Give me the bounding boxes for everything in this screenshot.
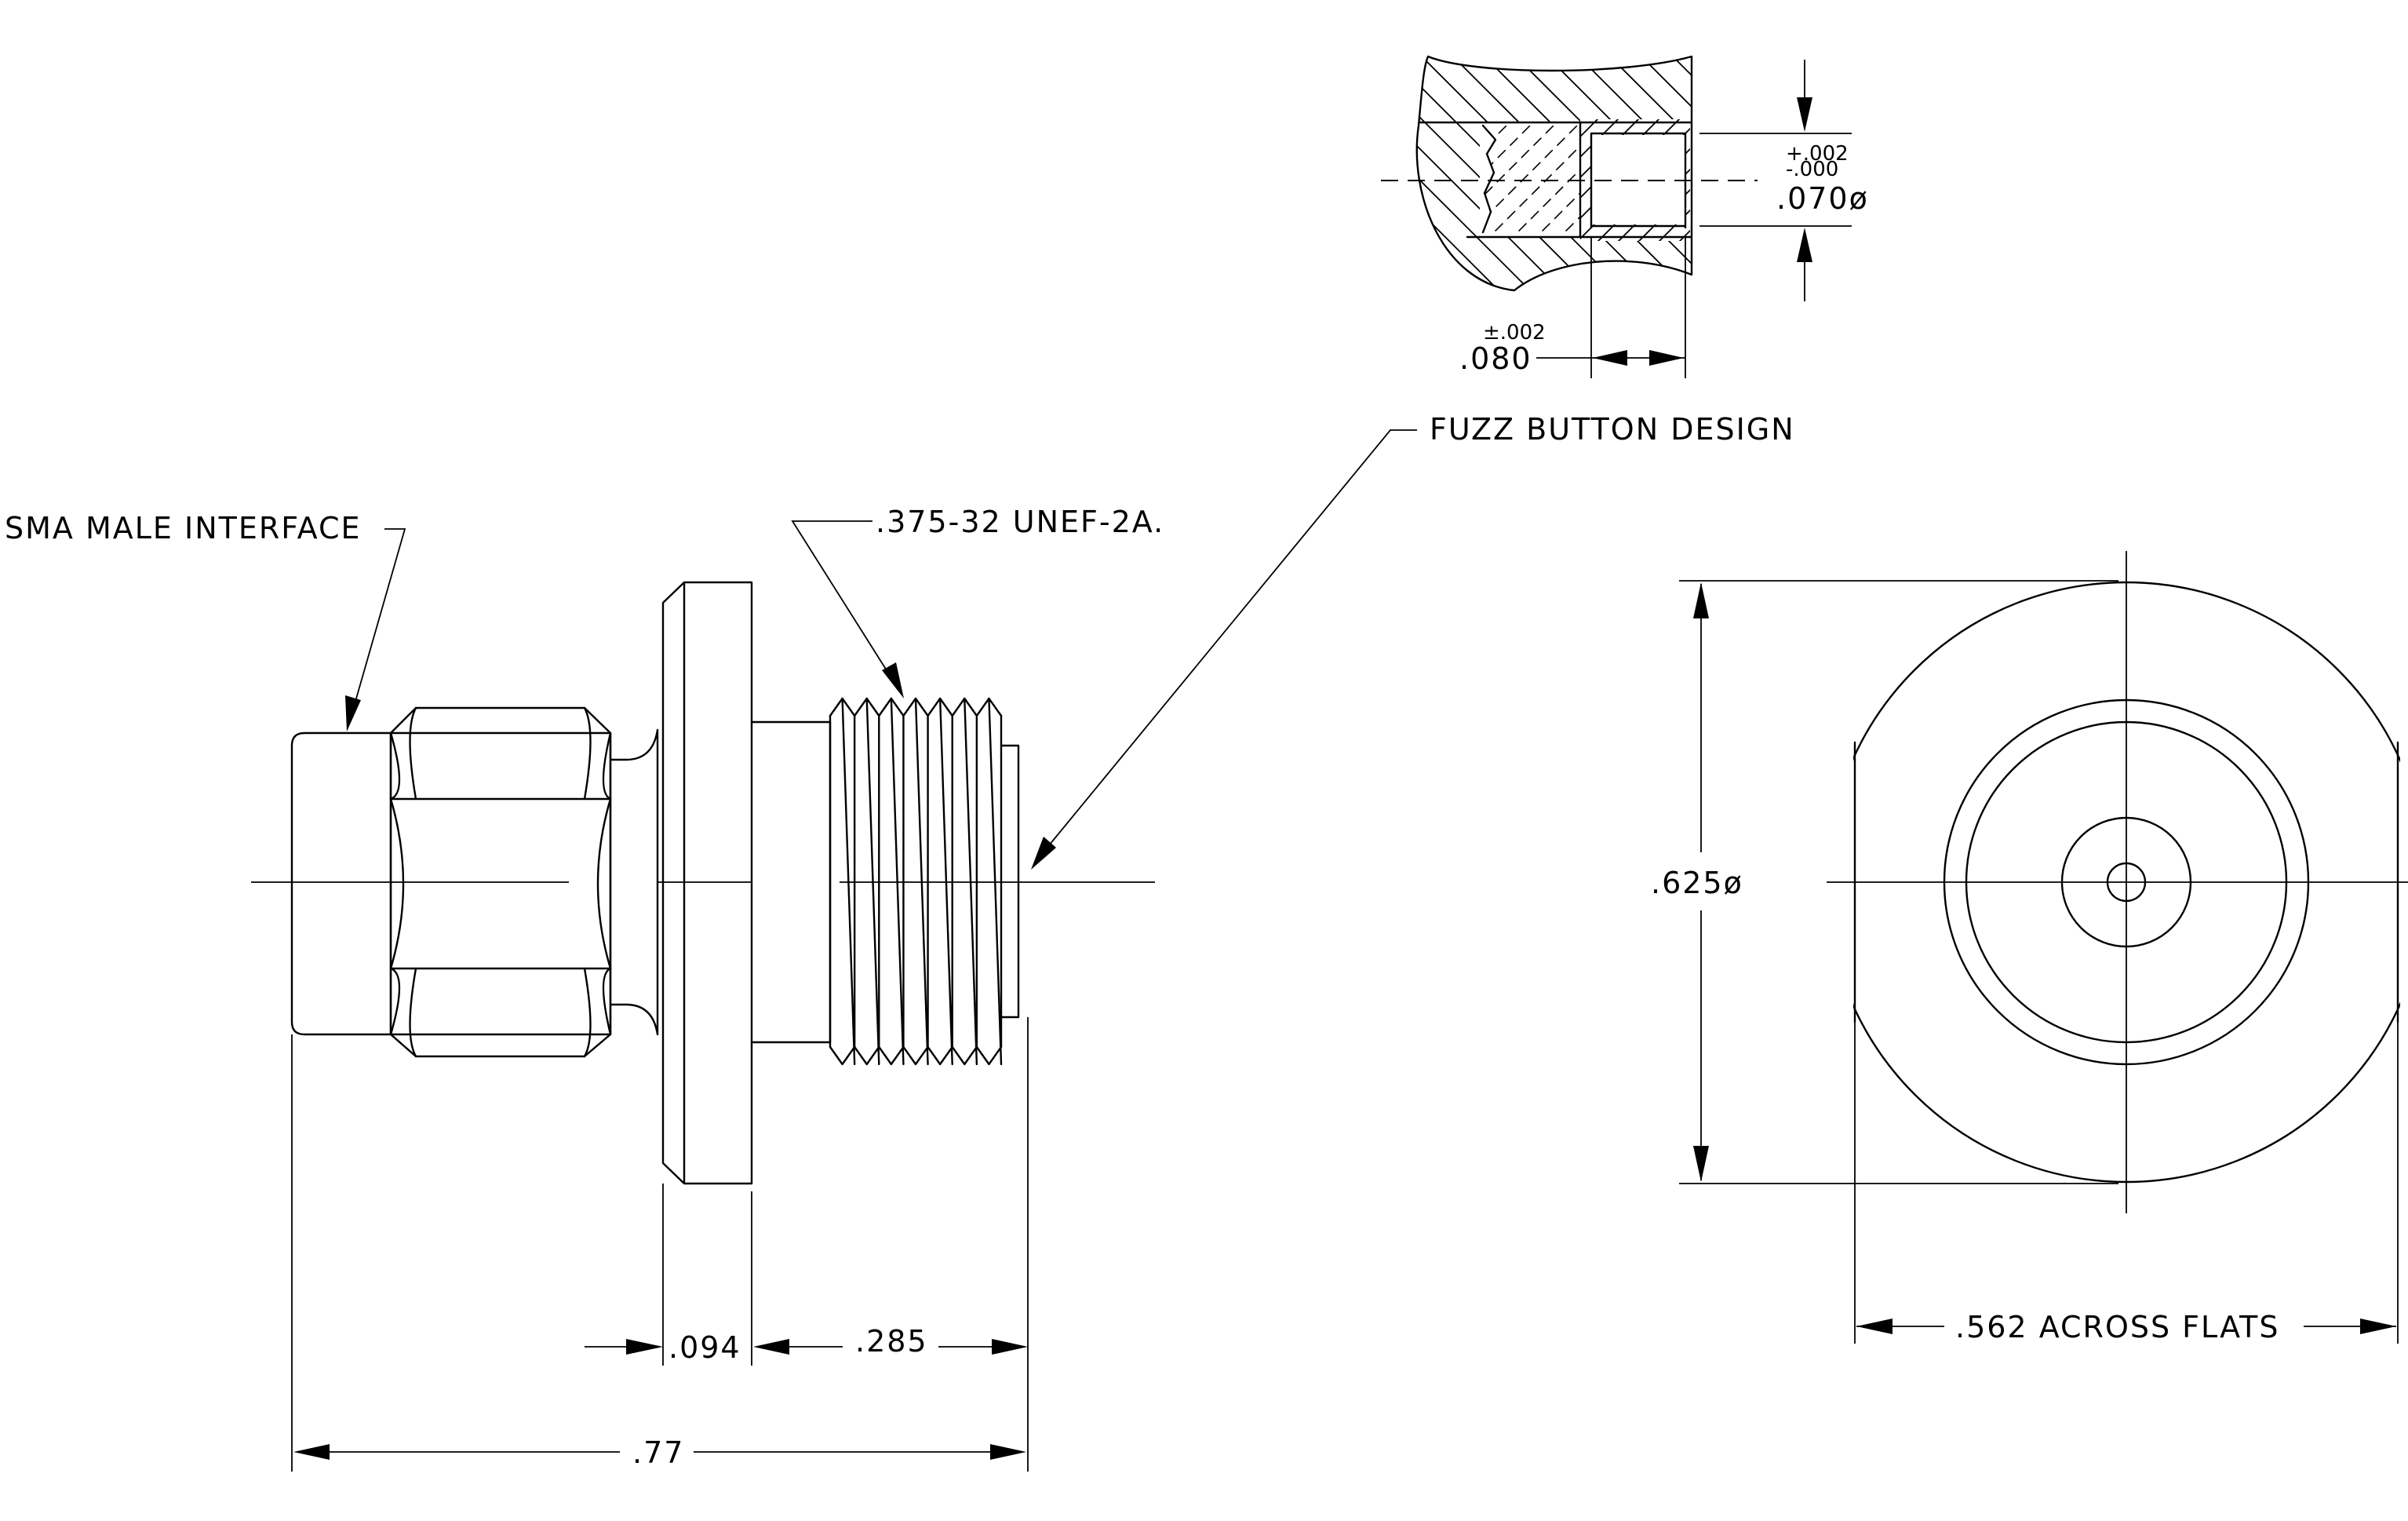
leader-thread-arrow [882, 662, 904, 698]
thread-helix [890, 697, 905, 1066]
label-thread-spec: .375-32 UNEF-2A. [876, 505, 1164, 539]
thread-helix [988, 697, 1003, 1066]
hatch-line [1631, 57, 1692, 290]
thread-helix [964, 697, 978, 1066]
leader-sma [349, 528, 406, 721]
dim-094-arrow [626, 1339, 663, 1355]
tip [1000, 744, 1020, 1019]
depth-value: .080 [1459, 341, 1532, 376]
flange [661, 581, 753, 1185]
depth-arrow-left [1593, 350, 1627, 366]
hatch-line [1416, 57, 1507, 290]
flats-arrow-right [2360, 1319, 2396, 1334]
depth-arrow-right [1649, 350, 1684, 366]
hatch-line [1820, 47, 2071, 298]
dim-285-arrow-right [992, 1339, 1028, 1355]
dim-overall-length: .77 [632, 1435, 684, 1470]
hex-nut [389, 706, 612, 1058]
dim-across-flats: .562 ACROSS FLATS [1955, 1310, 2279, 1344]
thread [829, 697, 1003, 1066]
hatch-line [1416, 57, 1444, 290]
dim-77-arrow-right [990, 1444, 1026, 1460]
hatch-line [1416, 57, 1476, 290]
bore-tol-minus: -.000 [1786, 158, 1838, 181]
hatch-line [1416, 57, 1570, 290]
hatch-line [1416, 57, 1601, 290]
flats-arrow-left [1856, 1319, 1893, 1334]
depth-tol: ±.002 [1483, 321, 1546, 345]
diam-arrow-bottom [1693, 1146, 1709, 1182]
hatch-line [1883, 47, 2134, 298]
bore-arrow-bottom [1797, 228, 1812, 262]
label-sma-interface: SMA MALE INTERFACE [5, 511, 362, 545]
hatch-line [1098, 47, 1350, 298]
dim-thread-length: .285 [855, 1324, 928, 1359]
fuzz-button-detail: +.002 -.000 .070ø ±.002 .080 [1098, 47, 2197, 378]
leader-fuzz-arrow [1031, 837, 1056, 870]
label-fuzz-button: FUZZ BUTTON DESIGN [1430, 412, 1795, 447]
thread-helix [865, 697, 880, 1066]
hatch-line [1568, 57, 1692, 290]
dim-77-arrow-left [293, 1444, 330, 1460]
hatch-line [1130, 47, 1381, 298]
bore-tol-plus: +.002 [1786, 142, 1849, 166]
diam-arrow-top [1693, 582, 1709, 618]
hatch-line [1852, 47, 2103, 298]
leader-sma-arrow [345, 695, 361, 731]
hatch-line [1600, 57, 1692, 290]
hatch-line [1161, 47, 1412, 298]
body-shoulder [750, 720, 832, 1044]
side-view: .094 .285 .77 SMA MALE INTERFACE .375-32… [5, 412, 1795, 1472]
bore-diameter: .070ø [1776, 181, 1869, 216]
hatch-line [1914, 47, 2166, 298]
end-view: .625ø .562 ACROSS FLATS [1651, 551, 2408, 1344]
detail-break-outline [1415, 55, 1693, 292]
thread-helix [914, 697, 929, 1066]
inset-hatch-line [1483, 126, 1539, 232]
dim-flange-thickness: .094 [668, 1330, 741, 1365]
thread-helix [841, 697, 856, 1066]
dim-outer-diameter: .625ø [1651, 866, 1743, 900]
thread-crest-bottom [829, 1045, 1003, 1066]
hatch-line [1416, 57, 1539, 290]
bore-arrow-top [1797, 97, 1812, 132]
hatch-line [1726, 47, 1977, 298]
hatch-line [1946, 47, 2197, 298]
dim-285-arrow-left [753, 1339, 789, 1355]
leader-thread [791, 520, 895, 684]
leader-fuzz [1041, 429, 1417, 855]
neck [609, 728, 659, 1036]
sma-coupling-body [290, 731, 392, 1036]
thread-helix [938, 697, 953, 1066]
